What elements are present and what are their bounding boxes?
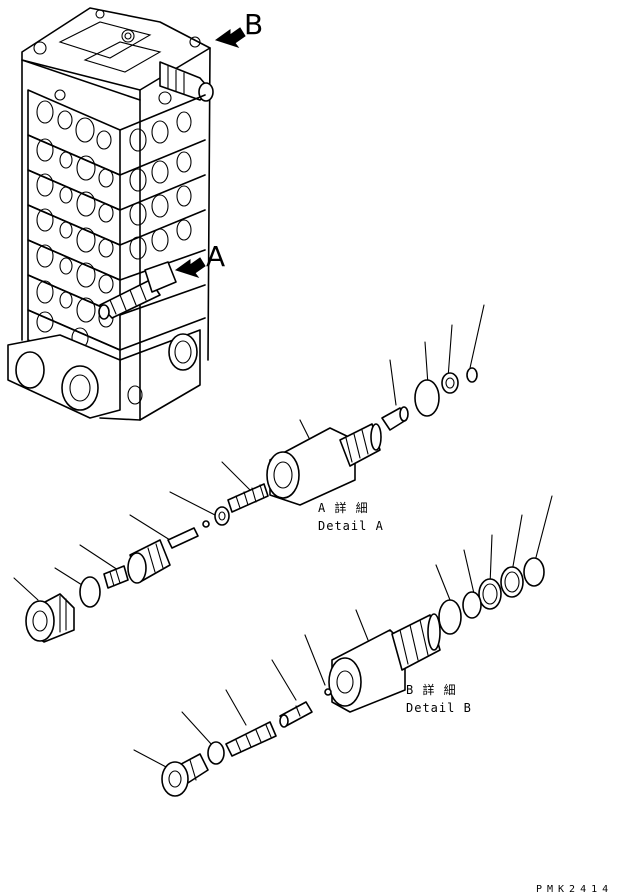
plug-b bbox=[161, 753, 209, 797]
view-arrow-b: B bbox=[214, 8, 263, 48]
detail-a-label-en: Detail A bbox=[318, 519, 384, 533]
block-relief-valve-a bbox=[98, 261, 177, 320]
valve-sections-left bbox=[27, 89, 121, 381]
backup-ring-a bbox=[441, 372, 459, 394]
control-valve-block bbox=[7, 7, 214, 421]
detail-b-exploded: B 詳 細 Detail B bbox=[133, 495, 553, 797]
o-ring-b1 bbox=[523, 557, 545, 587]
o-ring-a1 bbox=[466, 367, 478, 383]
backup-ring-b2 bbox=[478, 578, 502, 610]
o-ring-b2 bbox=[462, 591, 482, 619]
plug-a bbox=[25, 593, 75, 643]
valve-body-a bbox=[266, 423, 382, 506]
view-arrow-a: A bbox=[174, 240, 225, 278]
detail-a-label-jp: A 詳 細 bbox=[318, 500, 369, 515]
valve-body-b bbox=[328, 613, 441, 713]
detail-b-label-jp: B 詳 細 bbox=[406, 682, 457, 697]
o-ring-a2 bbox=[414, 379, 440, 417]
poppet-a bbox=[127, 527, 199, 584]
detail-b-leaders bbox=[133, 495, 553, 769]
ball-b bbox=[324, 688, 332, 696]
view-label-b: B bbox=[244, 8, 263, 41]
o-ring-b4 bbox=[207, 741, 225, 765]
backup-ring-b1 bbox=[500, 566, 524, 598]
seat-a bbox=[214, 506, 230, 526]
valve-sections-right bbox=[119, 94, 206, 351]
o-ring-b3 bbox=[438, 599, 462, 635]
spring-a2 bbox=[103, 565, 129, 589]
o-ring-a3 bbox=[79, 576, 101, 608]
end-cover bbox=[7, 329, 201, 421]
detail-a-exploded: A 詳 細 Detail A bbox=[13, 304, 485, 643]
spring-b bbox=[225, 721, 277, 757]
drawing-code: PMK2414 bbox=[536, 884, 613, 895]
poppet-b bbox=[279, 701, 313, 728]
detail-a-leaders bbox=[13, 304, 485, 601]
detail-b-label-en: Detail B bbox=[406, 701, 472, 715]
ball-a bbox=[202, 520, 210, 528]
view-label-a: A bbox=[206, 240, 225, 273]
